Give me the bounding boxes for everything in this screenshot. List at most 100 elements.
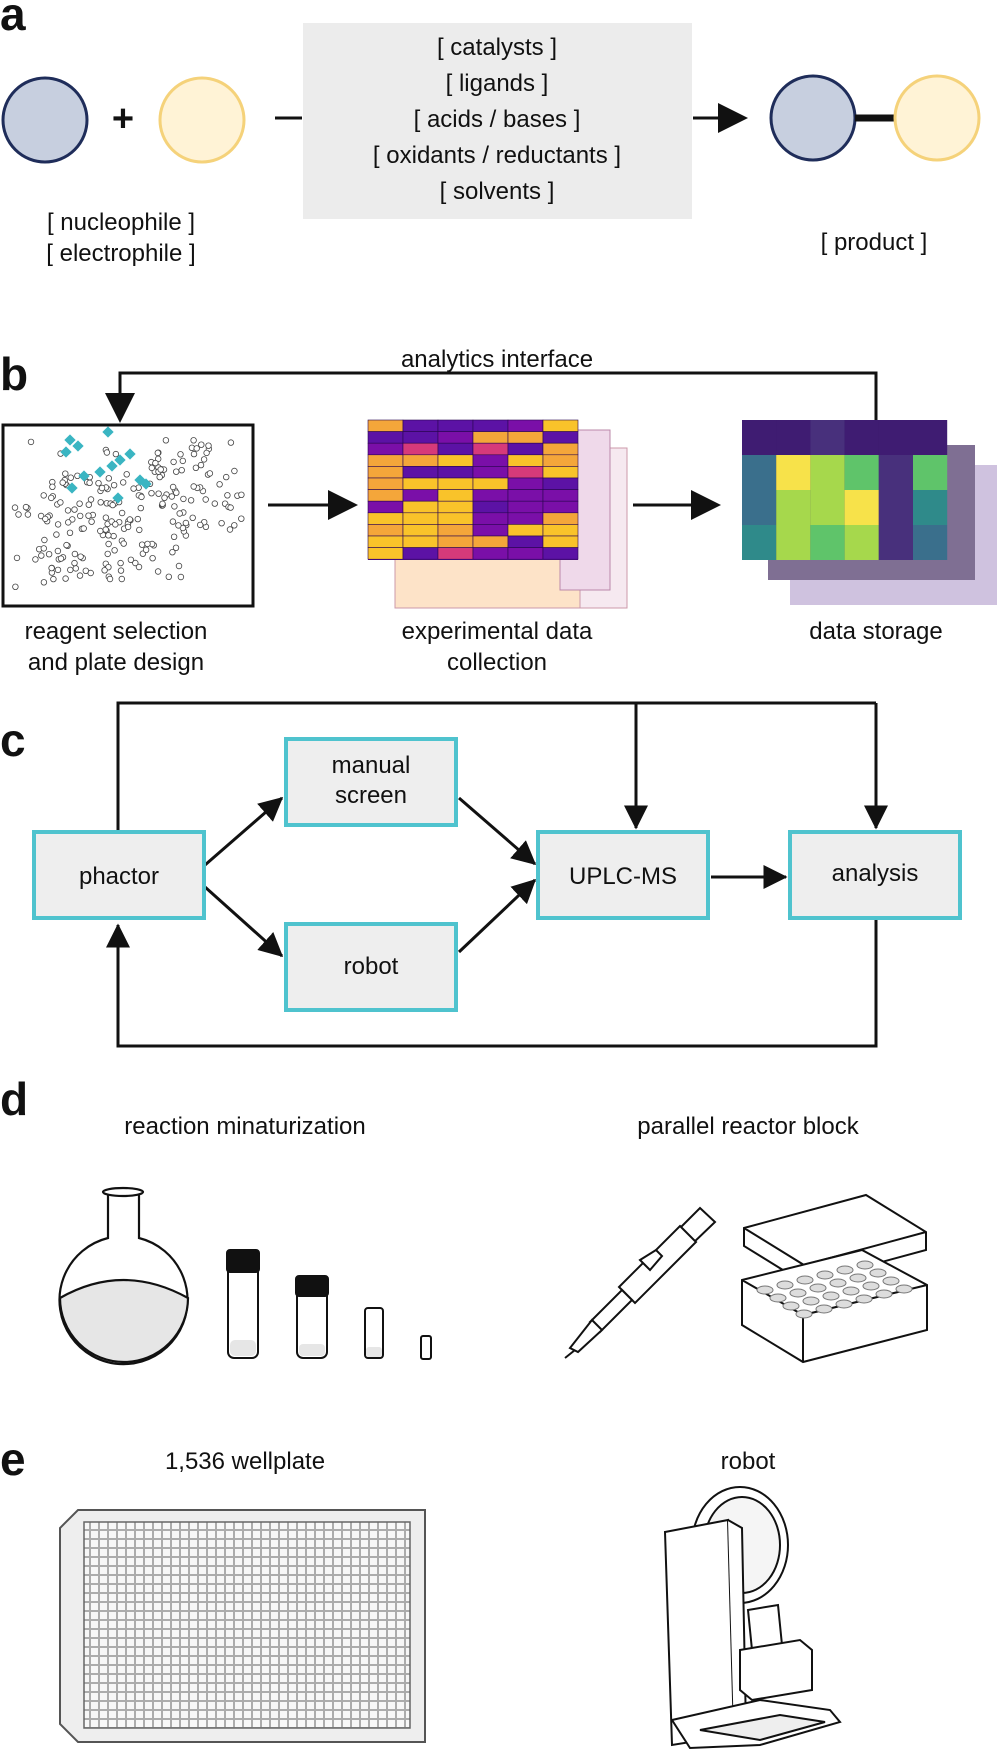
- scatter-point: [190, 437, 197, 444]
- heatmap-cell: [402, 512, 439, 525]
- reactor-well: [836, 1265, 854, 1275]
- scatter-point: [149, 555, 156, 562]
- heatmap-cell: [507, 454, 544, 467]
- heatmap-cell: [402, 500, 439, 514]
- scatter-point: [80, 525, 87, 532]
- heatmap-cell: [542, 466, 579, 479]
- product-label: [ product ]: [821, 229, 928, 256]
- scatter-point: [231, 467, 238, 475]
- heatmap-cell: [437, 489, 474, 502]
- scatter-point: [102, 514, 110, 521]
- scatter-point: [152, 459, 159, 467]
- scatter-point: [59, 479, 66, 486]
- experimental-caption-2: collection: [447, 649, 547, 676]
- scatter-point: [187, 497, 195, 504]
- storage-cell: [913, 490, 948, 525]
- scatter-point: [118, 575, 125, 583]
- reactor-well: [795, 1309, 813, 1319]
- scatter-point: [48, 564, 55, 572]
- heatmap-cell: [402, 535, 439, 548]
- scatter-point: [148, 490, 155, 497]
- scatter-point: [134, 515, 141, 523]
- scatter-point: [206, 470, 214, 477]
- scatter-point: [227, 504, 234, 511]
- scatter-point: [57, 499, 64, 506]
- scatter-point: [190, 450, 198, 458]
- scatter-point: [57, 555, 65, 562]
- nucleophile-circle: [1, 76, 89, 164]
- reactor-well: [789, 1288, 807, 1298]
- nucleophile-label: [ nucleophile ]: [47, 209, 195, 236]
- scatter-point: [13, 554, 21, 562]
- storage-cell: [776, 525, 811, 560]
- heatmap-cell: [472, 524, 509, 537]
- scatter-point: [105, 532, 112, 539]
- heatmap-cell: [542, 489, 579, 502]
- scatter-point: [86, 479, 93, 486]
- storage-cell: [844, 490, 879, 525]
- scatter-point: [169, 549, 176, 556]
- heatmap-cell: [402, 454, 439, 467]
- scatter-point: [77, 553, 84, 560]
- heatmap-cell: [472, 466, 509, 479]
- scatter-point: [138, 541, 146, 548]
- heatmap-cell: [472, 431, 509, 444]
- vials-icon: [226, 1249, 432, 1360]
- storage-cell: [878, 455, 913, 490]
- reactor-well: [882, 1276, 900, 1286]
- scatter-point: [40, 579, 48, 586]
- reactor-well: [802, 1296, 820, 1306]
- heatmap-cell: [437, 547, 474, 560]
- scatter-point: [216, 481, 223, 488]
- scatter-point: [127, 556, 135, 563]
- heatmap-cell: [367, 442, 404, 456]
- pipette-icon: [564, 1206, 717, 1359]
- scatter-point: [67, 474, 74, 481]
- scatter-point: [162, 437, 170, 444]
- scatter-point: [64, 519, 72, 526]
- scatter-point: [175, 522, 182, 529]
- scatter-point: [196, 521, 204, 529]
- reactor-well: [862, 1281, 880, 1291]
- panel-label-e: e: [0, 1433, 26, 1485]
- reactor-well: [796, 1275, 814, 1285]
- scatter-point: [132, 559, 139, 567]
- heatmap-cell: [367, 547, 404, 560]
- panel-label-b: b: [0, 348, 28, 400]
- heatmap-cell: [472, 419, 509, 432]
- heatmap-cell: [402, 489, 439, 502]
- scatter-point: [193, 445, 200, 452]
- reactor-well: [875, 1289, 893, 1299]
- heatmap-cell: [542, 524, 579, 537]
- scatter-point: [222, 473, 230, 481]
- heatmap-cell: [507, 466, 544, 479]
- scatter-point: [85, 501, 92, 508]
- condition-solvents: [ solvents ]: [440, 178, 555, 205]
- scatter-point: [142, 546, 150, 553]
- scatter-point: [48, 494, 55, 502]
- scatter-point: [54, 521, 62, 528]
- storage-cell: [742, 525, 777, 560]
- scatter-point: [27, 438, 35, 446]
- scatter-point: [161, 494, 168, 501]
- scatter-point: [111, 547, 118, 554]
- condition-catalysts: [ catalysts ]: [437, 34, 557, 61]
- scatter-point: [110, 482, 118, 489]
- reagent-scatter-points: [11, 426, 245, 590]
- heatmap-cell: [367, 489, 404, 502]
- data-storage-heatmaps: [742, 420, 997, 605]
- heatmap-cell: [437, 500, 474, 514]
- heatmap-cell: [437, 442, 474, 456]
- heatmap-cell: [472, 489, 509, 502]
- heatmap-cell: [402, 442, 439, 456]
- scatter-point: [177, 451, 184, 458]
- scatter-point: [97, 527, 104, 535]
- manual-label-1: manual: [332, 752, 411, 779]
- scatter-point: [71, 559, 78, 567]
- reactor-well: [782, 1301, 800, 1311]
- scatter-point: [238, 515, 245, 522]
- heatmap-cell: [542, 442, 579, 456]
- reactor-block-title: parallel reactor block: [637, 1113, 859, 1140]
- storage-cell: [844, 420, 879, 455]
- reactor-well: [756, 1285, 774, 1295]
